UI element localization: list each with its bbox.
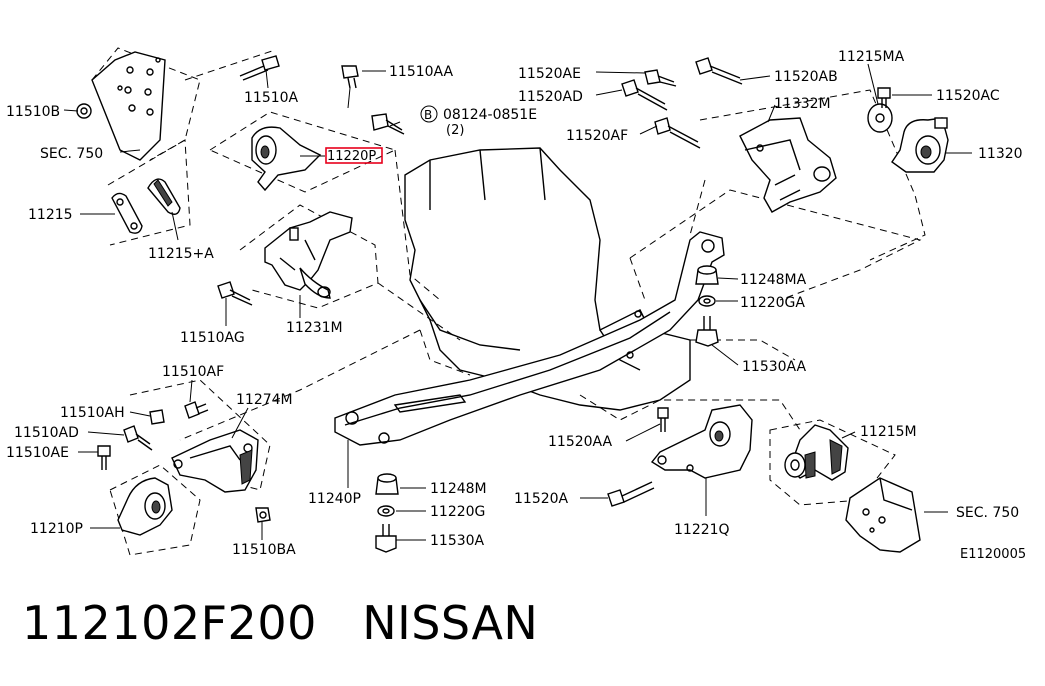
label-11510ba: 11510BA [232, 542, 296, 558]
label-11520ae: 11520AE [518, 66, 581, 82]
mount-11210p [117, 477, 173, 536]
nut-11510b [76, 103, 92, 119]
label-bolt-ref-code: 08124-0851E [443, 107, 537, 123]
highlight-box-11220p [325, 147, 383, 164]
bolt-11520a [607, 481, 655, 507]
label-sec750-left: SEC. 750 [40, 146, 103, 162]
label-11510b: 11510B [6, 104, 60, 120]
label-11510ad: 11510AD [14, 425, 79, 441]
label-11215: 11215 [28, 207, 73, 223]
stay-11215a [147, 178, 181, 215]
label-sec750-right: SEC. 750 [956, 505, 1019, 521]
assembly-dashed-lines [91, 47, 926, 556]
label-11220p[interactable]: 11220P [327, 149, 376, 164]
bolt-11520ab [695, 57, 743, 85]
label-11240p: 11240P [308, 491, 361, 507]
label-11248ma: 11248MA [740, 272, 807, 288]
label-11215a: 11215+A [148, 246, 214, 262]
label-bolt-ref-circle: B [424, 108, 432, 122]
center-member-11240p [334, 231, 725, 446]
label-11215m: 11215M [860, 424, 917, 440]
label-11220ga: 11220GA [740, 295, 805, 311]
label-11530aa: 11530AA [742, 359, 807, 375]
label-11320: 11320 [978, 146, 1023, 162]
mount-11320 [891, 117, 949, 173]
label-11215ma: 11215MA [838, 49, 905, 65]
bolt-11530aa [695, 316, 719, 347]
insulator-11248m [375, 473, 399, 495]
label-11520aa: 11520AA [548, 434, 613, 450]
mount-11220p [251, 126, 322, 192]
bolt-11520aa [657, 407, 669, 432]
bolt-11530a [375, 524, 397, 553]
bolt-11520ac [877, 87, 891, 108]
bolt-11520ae [644, 69, 677, 87]
bolt-11510af [184, 401, 209, 419]
label-11510a: 11510A [244, 90, 299, 106]
bolt-11510ah [149, 409, 165, 425]
callout-circle [420, 105, 438, 123]
bolt-11510ad [123, 425, 153, 451]
bracket-11231m [264, 211, 353, 299]
label-11520ad: 11520AD [518, 89, 583, 105]
part-labels: 11510B SEC. 750 11510A 11510AA 11220P B … [6, 49, 1026, 562]
label-11520a: 11520A [514, 491, 569, 507]
stay-11215 [111, 192, 143, 234]
bolt-11510aa [341, 65, 359, 89]
insulator-11248ma [695, 265, 719, 285]
label-11510ag: 11510AG [180, 330, 245, 346]
label-11510aa: 11510AA [389, 64, 454, 80]
label-11510ae: 11510AE [6, 445, 69, 461]
washer-11220g [377, 505, 395, 517]
bolt-08124 [371, 113, 405, 135]
nut-11510ba [255, 507, 271, 523]
bolt-11510a [239, 55, 280, 81]
washer-11215ma [867, 103, 893, 133]
bolt-11520ad [621, 79, 668, 111]
label-diagram-code: E1120005 [960, 547, 1026, 562]
caption-brand: NISSAN [362, 596, 539, 650]
label-11231m: 11231M [286, 320, 343, 336]
label-11274m: 11274M [236, 392, 293, 408]
label-11530a: 11530A [430, 533, 485, 549]
mount-11215m [784, 424, 849, 481]
label-11520af: 11520AF [566, 128, 628, 144]
bolt-11510ae [97, 445, 111, 470]
bracket-11274m [171, 429, 259, 493]
bolt-11520af [654, 117, 701, 149]
label-11510af: 11510AF [162, 364, 224, 380]
label-11510ah: 11510AH [60, 405, 125, 421]
leader-lines [63, 63, 972, 541]
washer-11220ga [698, 295, 716, 307]
label-bolt-ref-qty: (2) [446, 123, 464, 138]
label-11220g: 11220G [430, 504, 485, 520]
bracket-sec750-right [845, 477, 921, 553]
caption-part-number: 112102F200 [22, 596, 317, 650]
mount-11221q [650, 404, 753, 479]
label-11332m: 11332M [774, 96, 831, 112]
label-11221q: 11221Q [674, 522, 730, 538]
bracket-sec750-left [91, 51, 166, 161]
label-11248m: 11248M [430, 481, 487, 497]
bolt-11510ag [217, 281, 253, 306]
label-11210p: 11210P [30, 521, 83, 537]
part-caption: 112102F200 NISSAN [22, 596, 538, 650]
label-11520ac: 11520AC [936, 88, 1000, 104]
label-11520ab: 11520AB [774, 69, 838, 85]
bracket-11332m [739, 117, 837, 213]
